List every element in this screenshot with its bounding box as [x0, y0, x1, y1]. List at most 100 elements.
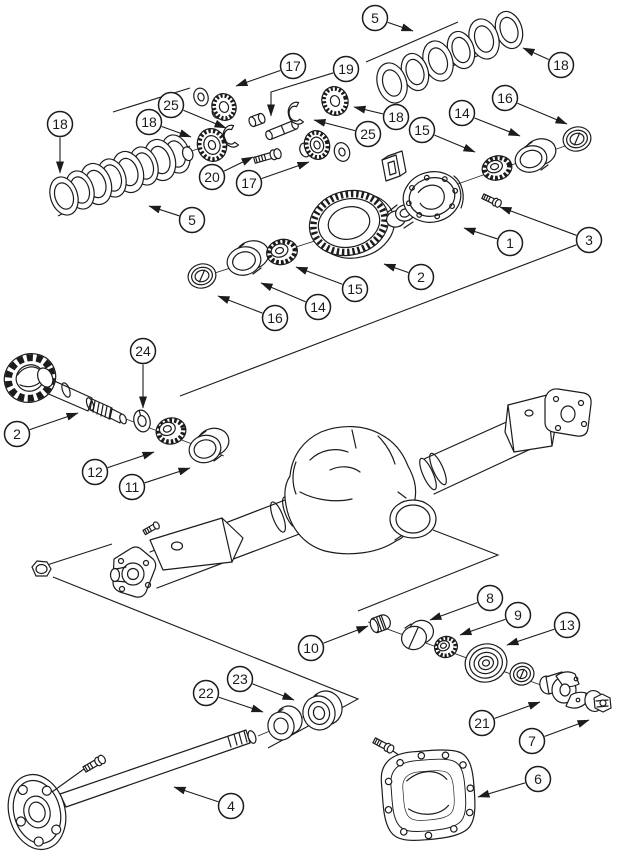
- callout-17: 17: [235, 52, 307, 87]
- callout-number-15: 15: [347, 281, 363, 297]
- callout-balloon-9: [504, 601, 532, 629]
- callout-18: 18: [46, 110, 74, 174]
- pinion-washer-lower: [333, 142, 351, 162]
- leader-line-3: [499, 206, 577, 236]
- callout-balloon-22: [192, 679, 220, 707]
- callout-number-13: 13: [559, 617, 575, 633]
- callout-number-6: 6: [534, 771, 542, 787]
- callout-20: 20: [198, 156, 254, 191]
- callout-16: 16: [491, 84, 568, 125]
- leader-line-18: [353, 105, 383, 115]
- clutch-pack-right: [376, 10, 524, 104]
- callout-number-12: 12: [87, 464, 103, 480]
- callout-10: 10: [297, 625, 369, 662]
- leader-line-19: [267, 72, 334, 117]
- pinion-nut-7: [584, 689, 612, 713]
- pinion-front-bearing-9: [433, 635, 459, 659]
- leader-line-4: [173, 786, 219, 803]
- callout-8: 8: [429, 584, 504, 621]
- clutch-pack-left: [49, 134, 191, 216]
- leader-line-22: [218, 696, 264, 713]
- callout-22: 22: [192, 679, 264, 713]
- flange-nut: [31, 560, 52, 577]
- leader-line-2: [29, 412, 79, 431]
- callout-17: 17: [235, 161, 310, 197]
- callout-balloon-10: [297, 634, 325, 662]
- callout-number-3: 3: [585, 232, 593, 248]
- callout-number-5: 5: [371, 10, 379, 26]
- callout-balloon-25: [354, 120, 382, 148]
- callout-number-18: 18: [388, 109, 404, 125]
- callout-balloon-15: [408, 116, 436, 144]
- leader-line-18: [522, 47, 549, 60]
- callout-number-22: 22: [198, 685, 214, 701]
- carrier-bearing-cup-right: [514, 138, 557, 173]
- spider-gear-right: [321, 86, 349, 116]
- callout-number-17: 17: [241, 175, 257, 191]
- callout-balloon-18: [135, 108, 163, 136]
- leader-line-11: [144, 467, 191, 484]
- callout-number-9: 9: [514, 607, 522, 623]
- callout-balloon-7: [518, 727, 546, 755]
- callout-16: 16: [217, 295, 289, 332]
- diff-cover: [372, 737, 476, 841]
- pinion-washer-24: [133, 409, 151, 433]
- callout-23: 23: [226, 665, 295, 701]
- callout-balloon-8: [476, 584, 504, 612]
- cover-bolt: [372, 737, 395, 754]
- callout-number-16: 16: [497, 90, 513, 106]
- callout-19: 19: [267, 55, 360, 117]
- leader-line-17: [261, 161, 310, 180]
- callout-4: 4: [173, 786, 245, 820]
- pinion-splines: [92, 400, 112, 420]
- callout-number-17: 17: [285, 58, 301, 74]
- callout-number-14: 14: [310, 299, 326, 315]
- callout-3: 3: [179, 206, 603, 397]
- callout-balloon-23: [226, 665, 254, 693]
- pinion-seal-small: [509, 662, 535, 686]
- axle-flange: [7, 773, 67, 851]
- callout-number-23: 23: [232, 671, 248, 687]
- callout-balloon-11: [118, 473, 146, 501]
- ring-gear: [308, 189, 395, 259]
- callout-18: 18: [522, 47, 575, 79]
- axle-bearing-23: [302, 690, 343, 731]
- pinion-yoke-21: [539, 671, 587, 709]
- callout-balloon-25: [157, 91, 185, 119]
- callout-2: 2: [3, 412, 79, 448]
- spider-gear-left: [211, 93, 237, 121]
- callout-1: 1: [463, 227, 524, 257]
- callout-24: 24: [129, 337, 157, 409]
- callout-balloon-15: [341, 275, 369, 303]
- callout-5: 5: [148, 205, 206, 234]
- leader-line-13: [506, 628, 555, 646]
- callout-14: 14: [260, 282, 332, 321]
- callout-number-5: 5: [188, 212, 196, 228]
- lock-bolt: [253, 148, 282, 164]
- callout-7: 7: [518, 719, 590, 755]
- callout-balloon-13: [553, 611, 581, 639]
- callout-18: 18: [353, 103, 410, 131]
- callout-number-8: 8: [486, 590, 494, 606]
- leader-line-8: [429, 602, 478, 621]
- callout-11: 11: [118, 467, 191, 501]
- leader-line-25: [313, 119, 356, 132]
- callout-balloon-16: [261, 304, 289, 332]
- leader-line-3: [179, 244, 577, 397]
- pinion-race-11: [188, 427, 230, 464]
- callout-balloon-21: [468, 709, 496, 737]
- leader-line-21: [494, 701, 541, 719]
- callout-14: 14: [448, 99, 521, 137]
- leader-line-15: [434, 134, 476, 153]
- ring-gear-bolt: [481, 193, 502, 208]
- axle-shaft: [7, 729, 257, 851]
- callout-balloon-16: [491, 84, 519, 112]
- callout-number-21: 21: [474, 715, 490, 731]
- side-gear-left: [181, 128, 228, 162]
- callout-number-10: 10: [303, 640, 319, 656]
- leader-line-7: [544, 719, 590, 737]
- carrier-bearing-cone-right: [481, 155, 513, 181]
- callout-13: 13: [506, 611, 581, 646]
- leader-line-17: [235, 69, 281, 87]
